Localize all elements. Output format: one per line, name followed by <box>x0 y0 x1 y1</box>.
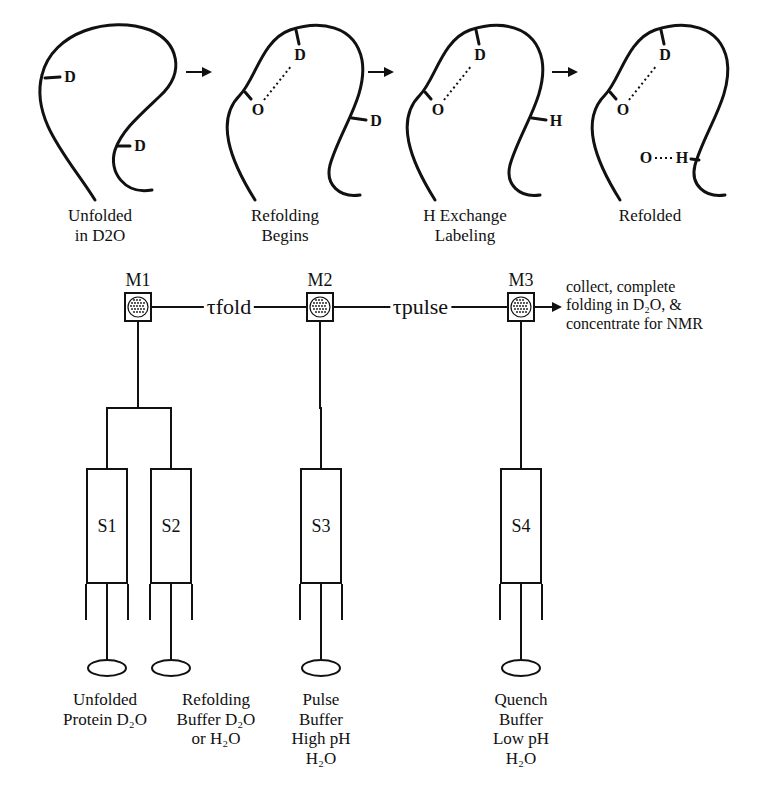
atom-letter: D <box>370 113 382 129</box>
buffer-label: Pulse Buffer High pH H₂O <box>290 690 352 768</box>
buffer-label: Quench Buffer Low pH H₂O <box>488 690 554 768</box>
atom-letter: D <box>474 47 486 63</box>
atom-letter: D <box>64 69 76 85</box>
syringe-label: S4 <box>511 516 530 537</box>
atom-letter: H <box>550 113 562 129</box>
atom-letter: O <box>252 102 264 118</box>
step-arrow <box>552 71 576 73</box>
syringe-box: S2 <box>150 468 192 584</box>
mixer-symbol <box>126 294 150 320</box>
connector <box>107 322 138 468</box>
mixer-box: M1 <box>124 292 152 322</box>
syringe-box: S1 <box>86 468 128 584</box>
syringe-label: S1 <box>97 516 116 537</box>
connector <box>320 322 321 468</box>
syringe-plungers <box>86 584 542 676</box>
mixer-label: M1 <box>125 270 150 291</box>
step-arrow <box>186 71 210 73</box>
mixer-label: M3 <box>508 270 533 291</box>
mixer-symbol <box>509 294 533 320</box>
atom-letter: O <box>617 102 629 118</box>
connector <box>520 322 522 468</box>
atom-letter: D <box>659 47 671 63</box>
step-arrow <box>368 71 392 73</box>
step-caption: Refolding Begins <box>240 206 330 245</box>
protein-chain-2 <box>227 25 366 200</box>
atom-letter: O <box>640 150 652 166</box>
buffer-label: Refolding Buffer D₂O or H₂O <box>168 690 264 749</box>
h-bond <box>629 65 657 100</box>
step-caption: H Exchange Labeling <box>410 206 520 245</box>
time-label: τpulse <box>390 295 451 319</box>
atom-letter: D <box>294 47 306 63</box>
side-chain <box>45 77 130 146</box>
syringe-box: S3 <box>300 468 342 584</box>
output-arrow <box>535 306 560 308</box>
h-bond <box>444 65 472 100</box>
syringe-label: S2 <box>161 516 180 537</box>
protein-chain-4 <box>592 25 728 200</box>
connector <box>138 322 171 468</box>
protein-chain-3 <box>407 25 546 200</box>
mixer-box: M2 <box>306 292 334 322</box>
h-bond <box>264 65 292 100</box>
buffer-label: collect, complete folding in D₂O, & conc… <box>566 278 716 333</box>
step-caption: Unfolded in D2O <box>60 206 140 245</box>
step-caption: Refolded <box>600 206 700 226</box>
atom-letter: D <box>134 138 146 154</box>
mixer-symbol <box>308 294 332 320</box>
atom-letter: O <box>432 102 444 118</box>
h-bond <box>655 157 673 159</box>
time-label: τfold <box>204 295 254 319</box>
syringe-label: S3 <box>311 516 330 537</box>
atom-letter: H <box>676 150 688 166</box>
buffer-label: Unfolded Protein D₂O <box>62 690 148 729</box>
protein-chain <box>40 25 176 200</box>
mixer-label: M2 <box>307 270 332 291</box>
mixer-box: M3 <box>507 292 535 322</box>
syringe-box: S4 <box>500 468 542 584</box>
